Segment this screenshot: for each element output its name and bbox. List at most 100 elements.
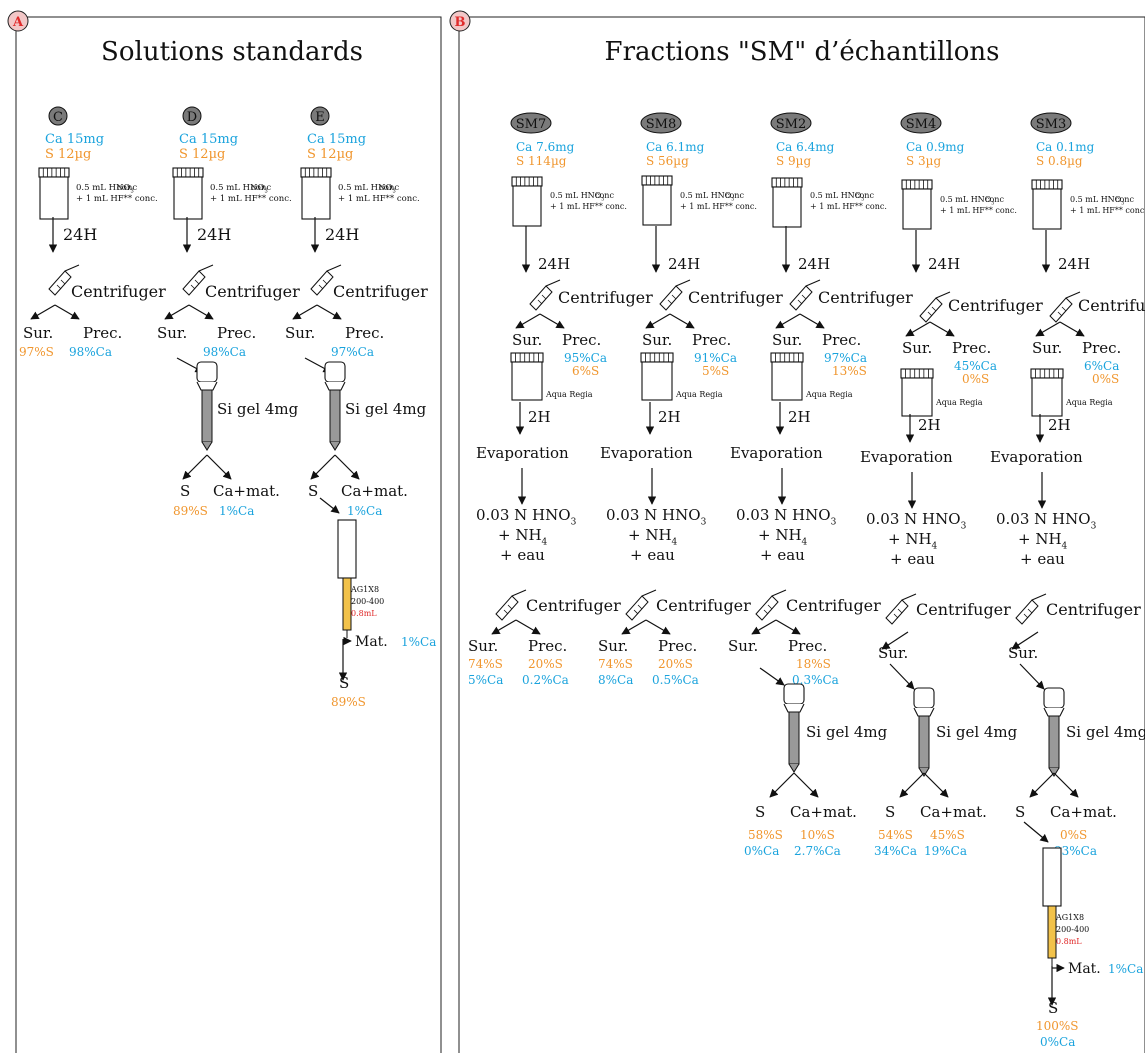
panel-b-col-sm3-tube-cap [1065, 291, 1081, 299]
panel-b-col-sm4-vial-body [902, 188, 932, 230]
panel-b-col-sm3-resin-bed [1047, 905, 1057, 959]
panel-a-col-e-resin2: 200-400 [351, 597, 384, 606]
panel-a-col-e-out-ca: Ca+mat. [341, 482, 408, 500]
panel-b-col-sm3-col-silica [1048, 715, 1060, 769]
panel-b-col-sm8-fork2-left-arrow [621, 619, 647, 635]
panel-b-col-sm3-resin3: 0.8mL [1056, 937, 1082, 946]
panel-b-col-sm7-evap: Evaporation [476, 444, 569, 462]
panel-b-col-sm4-dil3: + eau [890, 550, 935, 568]
panel-b-col-sm7-tube-body [529, 285, 553, 311]
panel-a-col-d-acid1: 0.5 mL HNO3 [210, 183, 268, 195]
panel-b-col-sm7-tube-mark [541, 294, 547, 300]
panel-b-col-sm2-prec2-s: 18%S [796, 657, 831, 671]
panel-b-col-sm3-fork1-left-arrow [1035, 321, 1061, 337]
panel-b-col-sm4-fork1-right-arrow [929, 321, 955, 337]
panel-b-col-sm7-acid1b: conc [595, 191, 614, 200]
panel-b-col-sm3-arrow-to-resin [1023, 821, 1049, 843]
panel-a-col-e-prec-val: 97%Ca [331, 345, 374, 359]
panel-b-col-sm4-acid1b: conc [985, 195, 1004, 204]
panel-b-col-sm2-centrifuge: Centrifuger [818, 288, 913, 307]
panel-b-col-sm7-acid2: + 1 mL HF** conc. [550, 202, 627, 211]
panel-b-col-sm2-dil1: 0.03 N HNO3 [736, 506, 837, 528]
panel-b-col-sm3-col-reservoir [1043, 687, 1065, 709]
panel-b-col-sm7-prec1-ca: 95%Ca [564, 351, 607, 365]
panel-b-col-sm4-tube-cap [935, 291, 951, 299]
panel-b-col-sm3-centrifuge-tube-icon [1049, 291, 1081, 323]
panel-b-col-sm4-time: 24H [928, 255, 960, 273]
panel-b-col-sm3-fork3-left-arrow [1029, 772, 1055, 798]
panel-b-col-sm3-acid1b: conc [1115, 195, 1134, 204]
panel-a-title: Solutions standards [101, 37, 363, 67]
panel-b-col-sm4-arrow-to-gel [889, 663, 915, 690]
panel-b-col-sm7-sur: Sur. [512, 331, 542, 349]
panel-a-frame [15, 16, 442, 1053]
panel-b-col-sm4-s: S 3µg [906, 154, 941, 168]
panel-b-col-sm4-col-funnel [913, 707, 935, 717]
panel-b-col-sm7-fork1-left-arrow [515, 313, 541, 329]
panel-b-col-sm2-col-funnel [783, 703, 805, 713]
panel-b-col-sm3-si-gel-column-icon [1043, 687, 1065, 777]
panel-b-col-sm3-fork1-right-arrow [1059, 321, 1085, 337]
panel-b-col-sm8-s: S 56µg [646, 154, 689, 168]
panel-a-col-d-tube-mark [190, 284, 196, 290]
panel-b-col-sm8-second-tube-mark [633, 609, 639, 615]
panel-b-col-sm4-aqua-vial-icon [900, 368, 934, 417]
panel-a-col-e-sur: Sur. [285, 324, 315, 342]
panel-b-col-sm3-acid2: + 1 mL HF** conc. [1070, 206, 1145, 215]
panel-b-col-sm4-second-tube-mark [893, 613, 899, 619]
panel-a-col-e-acid1: 0.5 mL HNO3 [338, 183, 396, 195]
panel-a-col-d-sur: Sur. [157, 324, 187, 342]
panel-b-col-sm4-second-tube-mark [897, 608, 903, 614]
panel-a-col-e-acid1b: conc [379, 183, 399, 193]
panel-b-col-sm3-prec1-ca: 6%Ca [1084, 359, 1119, 373]
panel-b-col-sm3-ca: Ca 0.1mg [1036, 140, 1095, 154]
panel-b-col-sm2-s: S 9µg [776, 154, 811, 168]
panel-b-col-sm4-out-s-ca: 34%Ca [874, 844, 917, 858]
panel-b-col-sm8-dil2: + NH4 [628, 526, 678, 548]
panel-b-col-sm4-fork3-right-arrow [923, 772, 949, 798]
panel-b-col-sm3-resin2: 200-400 [1056, 925, 1089, 934]
panel-b-col-sm2-aqua-label: Aqua Regia [805, 390, 853, 399]
panel-b-col-sm2-second-tube-cap [771, 589, 787, 597]
panel-b-col-sm3-prec1-s: 0%S [1092, 372, 1119, 386]
panel-b-col-sm2-acid2: + 1 mL HF** conc. [810, 202, 887, 211]
panel-b-col-sm4-sur: Sur. [902, 339, 932, 357]
panel-b-col-sm3-s: S 0.8µg [1036, 154, 1083, 168]
panel-b-col-sm7-s: S 114µg [516, 154, 567, 168]
panel-b-col-sm3-tube-body [1049, 297, 1073, 323]
panel-b-col-sm2-aqua-vial-icon [770, 352, 804, 401]
panel-b-col-sm2-second-centrifuge-tube-icon [755, 589, 787, 621]
panel-b-col-sm8-prec2-s: 20%S [658, 657, 693, 671]
panel-b-col-sm2-sur: Sur. [772, 331, 802, 349]
panel-b-col-sm8-centrifuge: Centrifuger [688, 288, 783, 307]
panel-b-col-sm4-gel: Si gel 4mg [936, 723, 1018, 741]
panel-b-col-sm8-vial-body [642, 184, 672, 226]
panel-a-col-e-resin-column-icon [337, 519, 357, 638]
panel-b-col-sm8-fork1-right-arrow [669, 313, 695, 329]
panel-b-frame [458, 16, 1145, 1053]
panel-a-col-d-fork1-right-arrow [188, 304, 214, 320]
panel-a-col-e-col-tip [329, 441, 341, 451]
panel-b-col-sm8-centrifuge-tube-icon [659, 279, 691, 311]
panel-b-col-sm4-vial-icon [901, 179, 933, 230]
panel-b-col-sm2-time: 24H [798, 255, 830, 273]
panel-b-col-sm8-centrifuge2: Centrifuger [656, 596, 751, 615]
panel-b-col-sm4-dil2: + NH4 [888, 530, 938, 552]
panel-a-col-c-badge [48, 106, 68, 126]
panel-a-col-e-arrow-to-resin [319, 497, 340, 514]
panel-b-col-sm2-sur2: Sur. [728, 637, 758, 655]
panel-a-col-e-gel: Si gel 4mg [345, 400, 427, 418]
panel-b-col-sm7-aqua-vial-icon [510, 352, 544, 401]
panel-b-col-sm2-out-s: S [755, 803, 765, 821]
panel-b-col-sm7-centrifuge-tube-icon [529, 279, 561, 311]
panel-a-col-d-col-funnel [196, 381, 218, 391]
panel-a-col-e-fork1-right-arrow [316, 304, 342, 320]
panel-b-col-sm2-fork3-left-arrow [769, 772, 795, 798]
panel-b-col-sm7-centrifuge2: Centrifuger [526, 596, 621, 615]
panel-b-col-sm2-ca: Ca 6.4mg [776, 140, 835, 154]
panel-b-col-sm7-prec2: Prec. [528, 637, 567, 655]
panel-a-col-d-badge [182, 106, 202, 126]
panel-a-col-c-acid1: 0.5 mL HNO3 [76, 183, 134, 195]
panel-a-col-e-tube-cap [326, 264, 342, 272]
panel-b-col-sm3-badge [1030, 112, 1072, 134]
